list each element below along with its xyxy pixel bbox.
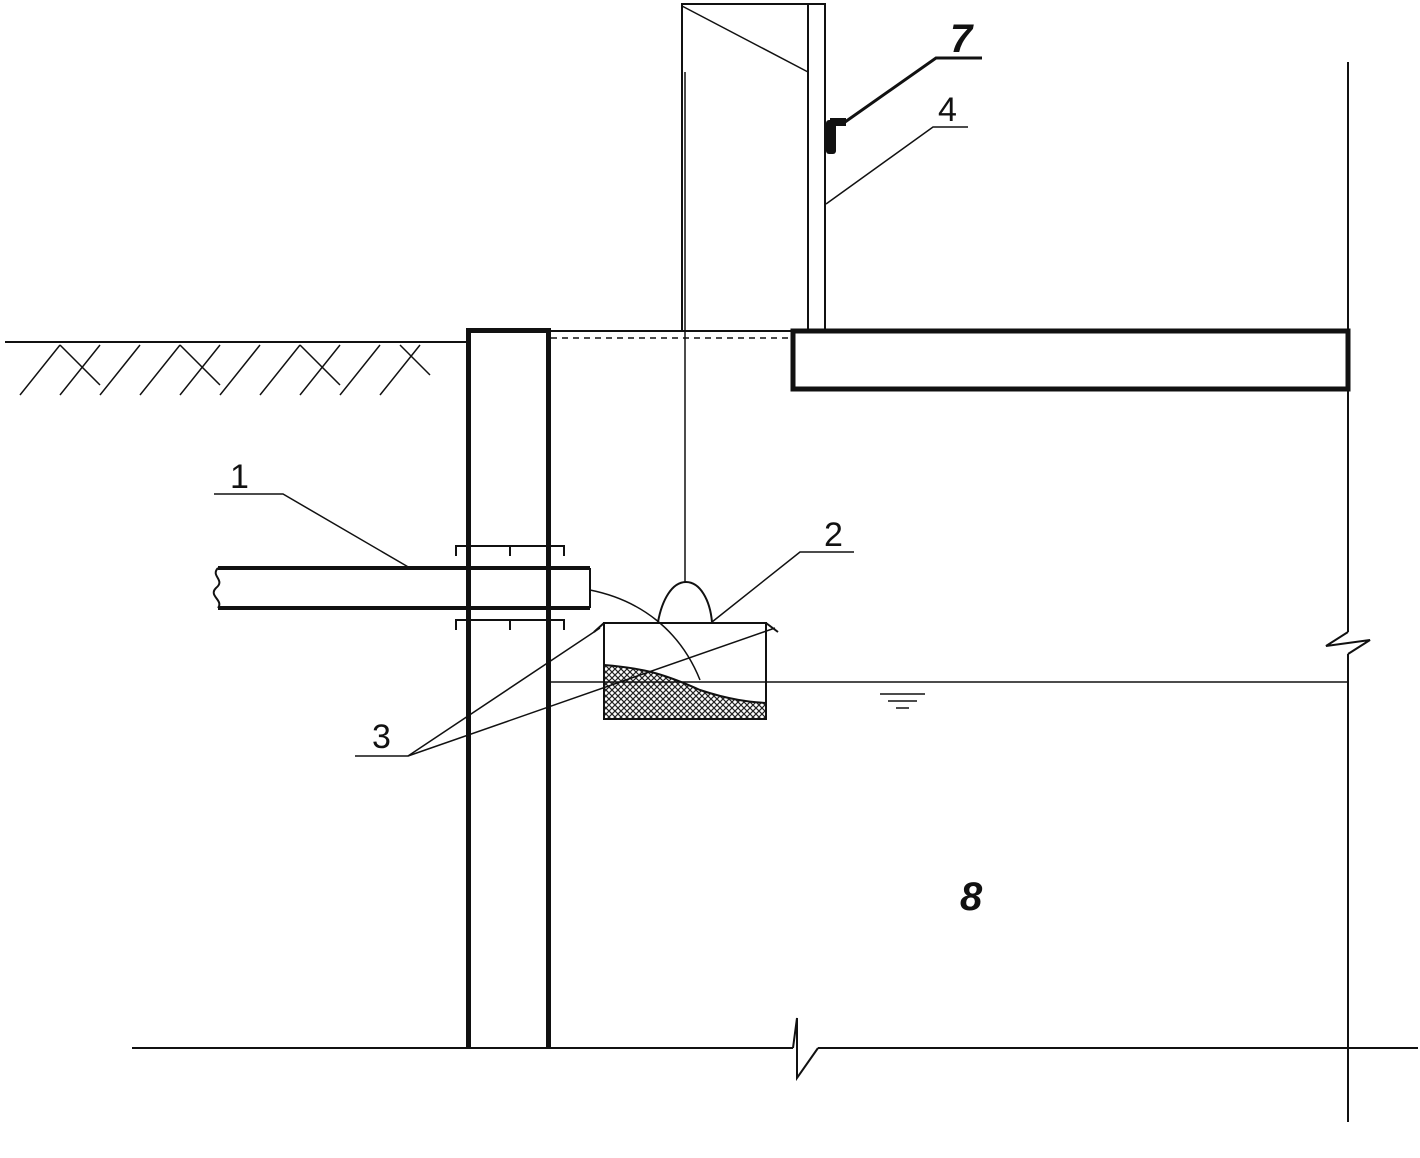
collection-basket (589, 580, 779, 720)
pulley-icon (826, 118, 846, 154)
right-boundary (1325, 62, 1371, 1122)
water-level (551, 681, 1348, 709)
label-8: 8 (960, 875, 983, 919)
leader-lines (214, 56, 982, 757)
label-2: 2 (824, 516, 843, 554)
concrete-slab (790, 328, 1351, 392)
hoist-frame (681, 3, 826, 332)
retaining-wall (466, 328, 551, 1048)
ground-surface (5, 341, 468, 396)
base-line (132, 1017, 1418, 1082)
label-7: 7 (950, 17, 974, 61)
label-3: 3 (372, 718, 391, 756)
deck-plate (551, 330, 795, 339)
label-1: 1 (230, 458, 249, 496)
pipe (212, 545, 591, 630)
label-4: 4 (938, 91, 957, 129)
